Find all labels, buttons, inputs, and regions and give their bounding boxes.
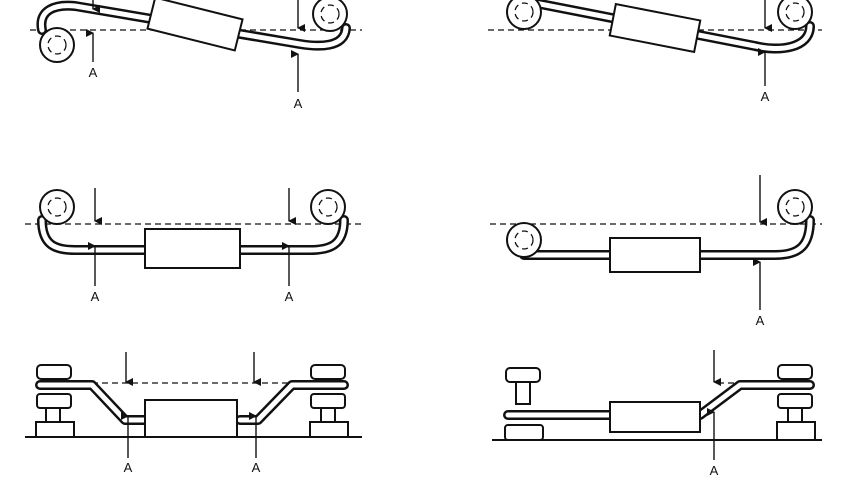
label-a: A — [124, 460, 133, 475]
muffler — [609, 401, 701, 433]
label-a: A — [761, 89, 770, 104]
label-a: A — [89, 65, 98, 80]
hanger-ring-right — [777, 0, 813, 30]
muffler — [609, 237, 701, 273]
hanger-ring-left — [506, 0, 542, 30]
label-a: A — [710, 463, 719, 478]
hanger-ring-right — [310, 189, 346, 225]
hanger-ring-left — [39, 189, 75, 225]
panel-middle-left: A A — [25, 188, 365, 304]
hanger-ring-left — [39, 27, 75, 63]
hanger-ring-left — [506, 222, 542, 258]
label-a: A — [252, 460, 261, 475]
rubber-mount-right — [309, 364, 349, 438]
label-a: A — [285, 289, 294, 304]
muffler — [144, 228, 241, 269]
panel-top-left: A A — [30, 0, 362, 111]
muffler — [608, 2, 702, 54]
muffler — [144, 399, 238, 438]
panel-bottom-right: A — [492, 350, 822, 478]
panel-middle-right: A — [490, 175, 822, 328]
rubber-mount-right — [776, 364, 816, 441]
panel-top-right: A — [488, 0, 822, 104]
muffler — [146, 0, 244, 52]
label-a: A — [91, 289, 100, 304]
label-a: A — [294, 96, 303, 111]
rubber-mount-left — [35, 364, 75, 438]
label-a: A — [756, 313, 765, 328]
panel-bottom-left: A A — [25, 352, 362, 475]
hanger-ring-right — [777, 189, 813, 225]
hanger-ring-right — [312, 0, 348, 32]
rubber-mount-left — [504, 367, 544, 441]
